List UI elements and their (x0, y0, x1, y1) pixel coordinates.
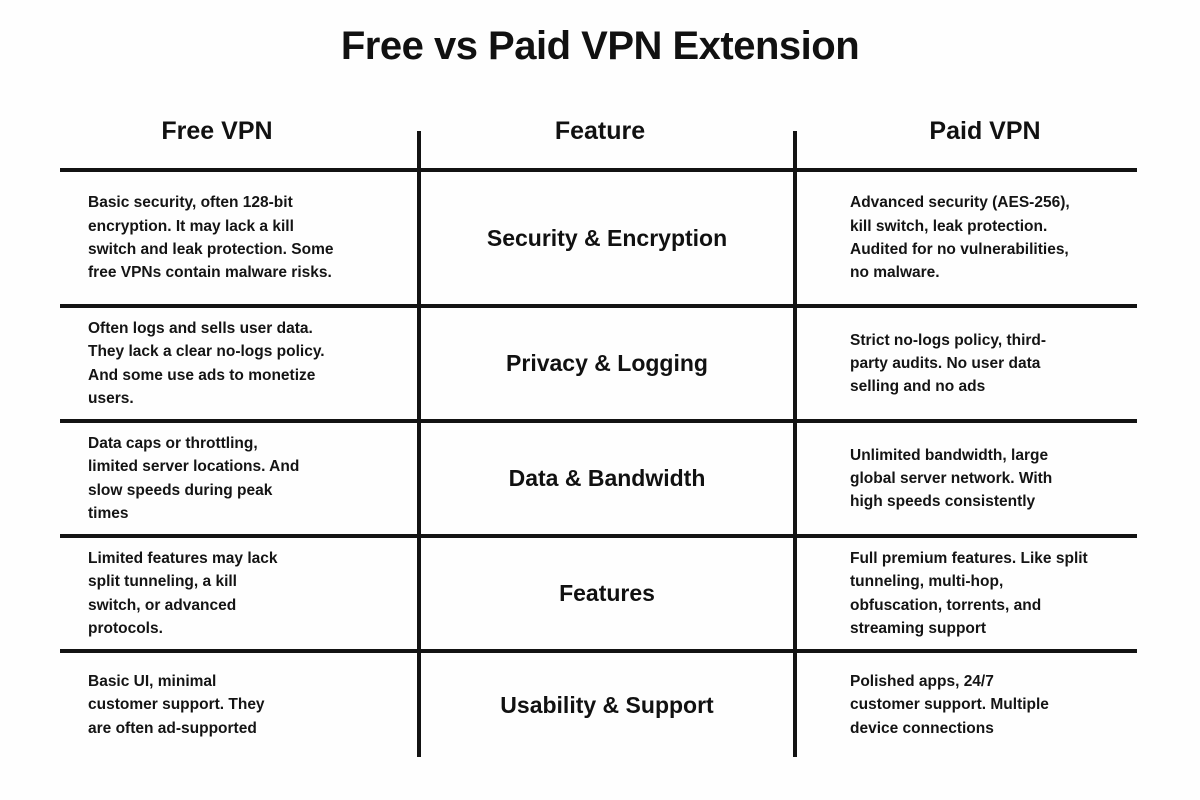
feature-label-data: Data & Bandwidth (508, 465, 706, 491)
free-vpn-text-security: Basic security, often 128-bit encryption… (88, 194, 334, 282)
paid-vpn-text-features: Full premium features. Like split tunnel… (850, 549, 1088, 637)
feature-cell-usability: Usability & Support (421, 653, 793, 757)
feature-cell-data: Data & Bandwidth (421, 423, 793, 534)
column-header-feature: Feature (554, 117, 646, 145)
column-divider-right (793, 131, 797, 757)
paid-vpn-text-security: Advanced security (AES-256), kill switch… (850, 194, 1070, 282)
row-divider-2 (60, 419, 1137, 423)
column-header-free-vpn: Free VPN (161, 117, 273, 145)
free-vpn-text-features: Limited features may lack split tunnelin… (88, 549, 278, 637)
free-vpn-cell-privacy: Often logs and sells user data. They lac… (88, 308, 398, 419)
page-title: Free vs Paid VPN Extension (340, 24, 860, 68)
row-divider-3 (60, 534, 1137, 538)
feature-label-features: Features (559, 580, 655, 606)
feature-label-security: Security & Encryption (486, 224, 728, 251)
row-divider-4 (60, 649, 1137, 653)
free-vpn-cell-features: Limited features may lack split tunnelin… (88, 538, 398, 649)
paid-vpn-text-usability: Polished apps, 24/7 customer support. Mu… (850, 673, 1049, 737)
column-divider-left (417, 131, 421, 757)
free-vpn-text-data: Data caps or throttling, limited server … (88, 434, 300, 522)
free-vpn-cell-usability: Basic UI, minimal customer support. They… (88, 653, 398, 757)
paid-vpn-cell-features: Full premium features. Like split tunnel… (850, 538, 1137, 649)
free-vpn-cell-data: Data caps or throttling, limited server … (88, 423, 398, 534)
feature-cell-privacy: Privacy & Logging (421, 308, 793, 419)
paid-vpn-text-data: Unlimited bandwidth, large global server… (850, 446, 1053, 511)
feature-cell-features: Features (421, 538, 793, 649)
paid-vpn-text-privacy: Strict no-logs policy, third- party audi… (850, 331, 1047, 396)
paid-vpn-cell-privacy: Strict no-logs policy, third- party audi… (850, 308, 1137, 419)
column-header-paid-vpn: Paid VPN (929, 117, 1041, 145)
paid-vpn-cell-data: Unlimited bandwidth, large global server… (850, 423, 1137, 534)
feature-label-usability: Usability & Support (500, 691, 714, 718)
header-underline (60, 168, 1137, 172)
feature-label-privacy: Privacy & Logging (506, 350, 708, 376)
row-divider-1 (60, 304, 1137, 308)
free-vpn-text-usability: Basic UI, minimal customer support. They… (88, 673, 265, 737)
free-vpn-text-privacy: Often logs and sells user data. They lac… (88, 319, 325, 407)
paid-vpn-cell-security: Advanced security (AES-256), kill switch… (850, 172, 1137, 304)
free-vpn-cell-security: Basic security, often 128-bit encryption… (88, 172, 398, 304)
paid-vpn-cell-usability: Polished apps, 24/7 customer support. Mu… (850, 653, 1137, 757)
feature-cell-security: Security & Encryption (421, 172, 793, 304)
